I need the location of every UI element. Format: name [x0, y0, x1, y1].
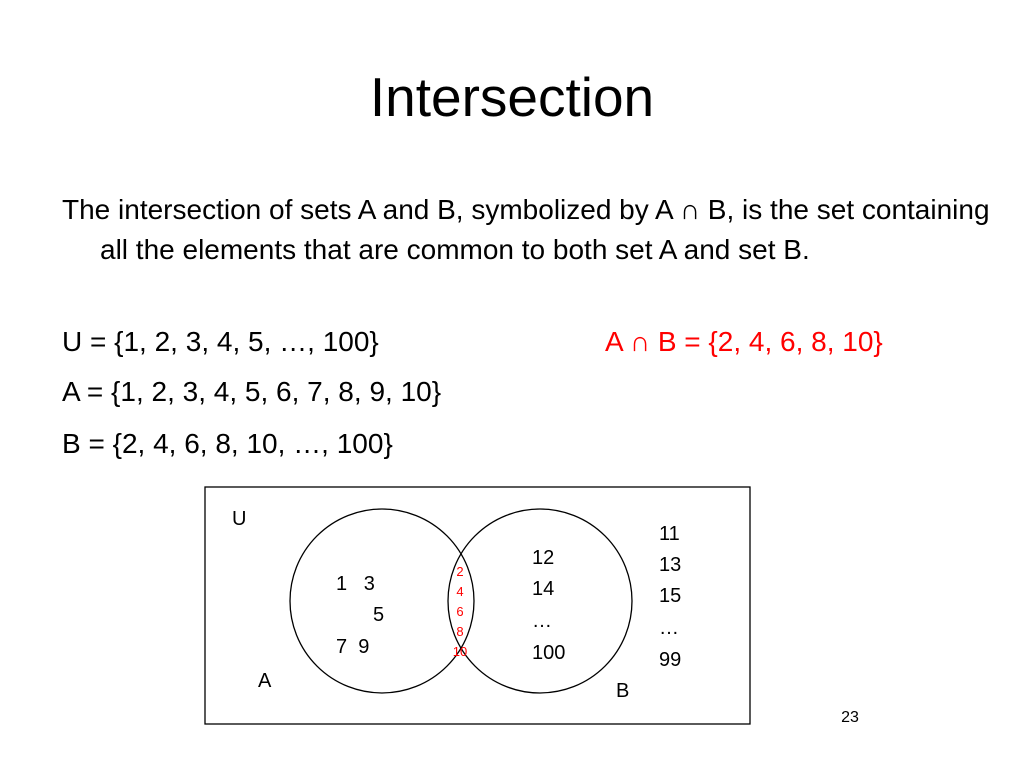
outside-item: 11	[659, 523, 680, 545]
intersection-item: 4	[456, 584, 463, 599]
set-a-label: A	[258, 670, 272, 692]
outside-item: 13	[659, 554, 681, 576]
universe-label: U	[232, 508, 246, 530]
b-only-item: 100	[532, 642, 565, 664]
a-only-row: 1 3	[336, 573, 375, 595]
set-u-definition: U = {1, 2, 3, 4, 5, …, 100}	[62, 326, 379, 357]
intersection-item: 2	[456, 564, 463, 579]
intersection-item: 10	[453, 644, 467, 659]
intersection-result: A ∩ B = {2, 4, 6, 8, 10}	[605, 326, 883, 357]
b-only-item: …	[532, 610, 552, 632]
outside-item: …	[659, 617, 679, 639]
a-only-row: 7 9	[336, 636, 369, 658]
definition-text: The intersection of sets A and B, symbol…	[62, 194, 990, 265]
universe-box	[204, 486, 751, 725]
set-b-definition: B = {2, 4, 6, 8, 10, …, 100}	[62, 428, 393, 459]
intersection-item: 6	[456, 604, 463, 619]
set-b-circle	[447, 508, 633, 694]
outside-item: 99	[659, 649, 681, 671]
intersection-item: 8	[456, 624, 463, 639]
b-only-item: 14	[532, 578, 554, 600]
outside-item: 15	[659, 585, 681, 607]
slide-page-number: 23	[841, 709, 859, 726]
b-only-item: 12	[532, 547, 554, 569]
set-b-label: B	[616, 680, 629, 702]
a-only-row: 5	[373, 604, 384, 626]
set-a-definition: A = {1, 2, 3, 4, 5, 6, 7, 8, 9, 10}	[62, 376, 442, 407]
slide-title: Intersection	[369, 66, 655, 128]
set-a-circle	[289, 508, 475, 694]
